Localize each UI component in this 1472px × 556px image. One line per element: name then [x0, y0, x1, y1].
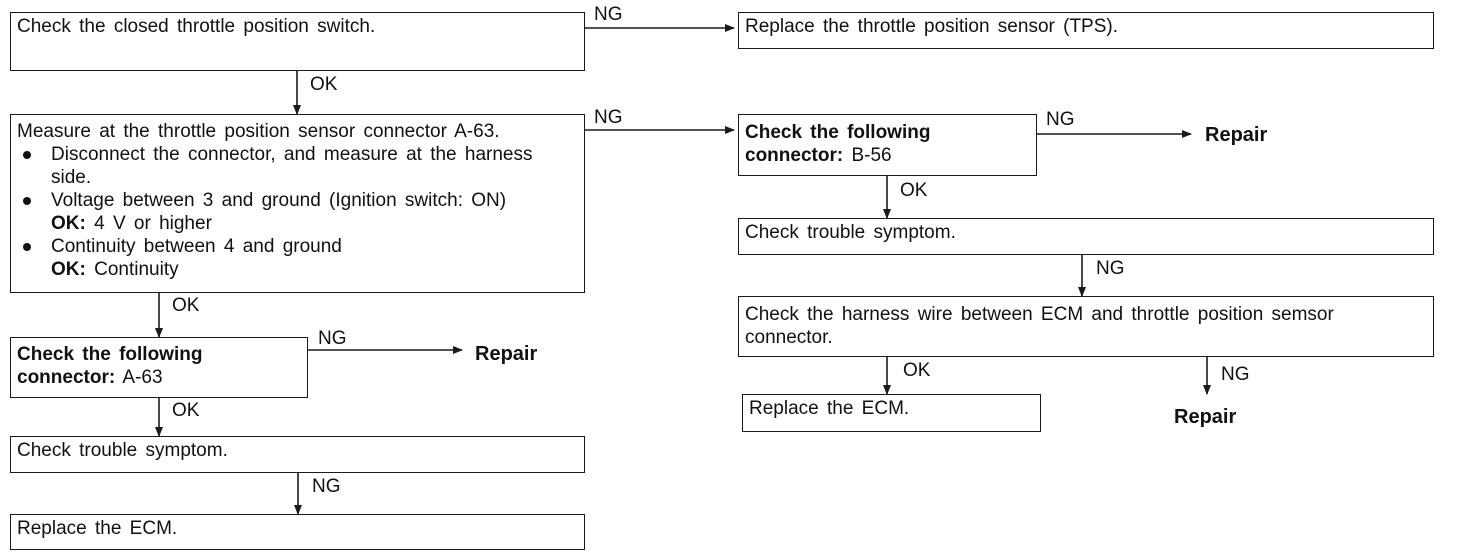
- box-text: Check the following connector:: [745, 122, 931, 166]
- label-ok-measure: OK: [172, 295, 200, 316]
- ok-value: 4 V or higher: [94, 213, 212, 234]
- repair-harness: Repair: [1174, 406, 1237, 428]
- ok-label: OK:: [51, 259, 86, 280]
- connector-id: B-56: [851, 145, 892, 166]
- connector-id: A-63: [122, 367, 163, 388]
- label-ng-right-symptom: NG: [1096, 258, 1125, 279]
- repair-left-connector: Repair: [475, 343, 538, 365]
- box-text: Replace the ECM.: [749, 398, 910, 419]
- box-text: Check trouble symptom.: [745, 222, 956, 243]
- box-check-closed-switch: Check the closed throttle position switc…: [10, 12, 585, 71]
- box-check-connector-b56: Check the following connector: B-56: [738, 114, 1037, 176]
- box-title: Measure at the throttle position sensor …: [17, 121, 500, 142]
- bullet-continuity: Continuity between 4 and ground OK: Cont…: [17, 235, 578, 281]
- label-ng-left-symptom: NG: [312, 476, 341, 497]
- box-right-replace-ecm: Replace the ECM.: [742, 394, 1041, 432]
- box-text: Replace the throttle position sensor (TP…: [745, 16, 1119, 37]
- label-ok-right-connector: OK: [900, 180, 928, 201]
- label-ok-left-connector: OK: [172, 400, 200, 421]
- label-ok-closed-switch: OK: [310, 74, 338, 95]
- box-text: Replace the ECM.: [17, 518, 178, 539]
- bullet-disconnect: Disconnect the connector, and measure at…: [17, 143, 578, 189]
- box-left-check-symptom: Check trouble symptom.: [10, 436, 585, 473]
- label-ng-closed-switch: NG: [594, 4, 623, 25]
- box-text: Check the harness wire between ECM and t…: [745, 304, 1334, 348]
- box-text: Check the closed throttle position switc…: [17, 16, 376, 37]
- label-ng-measure: NG: [594, 107, 623, 128]
- label-ng-left-connector: NG: [318, 328, 347, 349]
- measure-bullets: Disconnect the connector, and measure at…: [17, 143, 578, 281]
- repair-right-connector: Repair: [1205, 124, 1268, 146]
- box-text: Check trouble symptom.: [17, 440, 228, 461]
- label-ng-harness: NG: [1221, 364, 1250, 385]
- box-measure-tps-connector: Measure at the throttle position sensor …: [10, 114, 585, 293]
- box-right-check-symptom: Check trouble symptom.: [738, 218, 1434, 255]
- bullet-voltage: Voltage between 3 and ground (Ignition s…: [17, 189, 578, 235]
- box-replace-tps: Replace the throttle position sensor (TP…: [738, 12, 1434, 49]
- ok-label: OK:: [51, 213, 86, 234]
- box-text: Check the following connector:: [17, 344, 203, 388]
- label-ok-harness: OK: [903, 360, 931, 381]
- box-check-harness-wire: Check the harness wire between ECM and t…: [738, 296, 1434, 357]
- label-ng-right-connector: NG: [1046, 109, 1075, 130]
- ok-value: Continuity: [94, 259, 179, 280]
- box-left-replace-ecm: Replace the ECM.: [10, 514, 585, 550]
- box-check-connector-a63: Check the following connector: A-63: [10, 337, 308, 398]
